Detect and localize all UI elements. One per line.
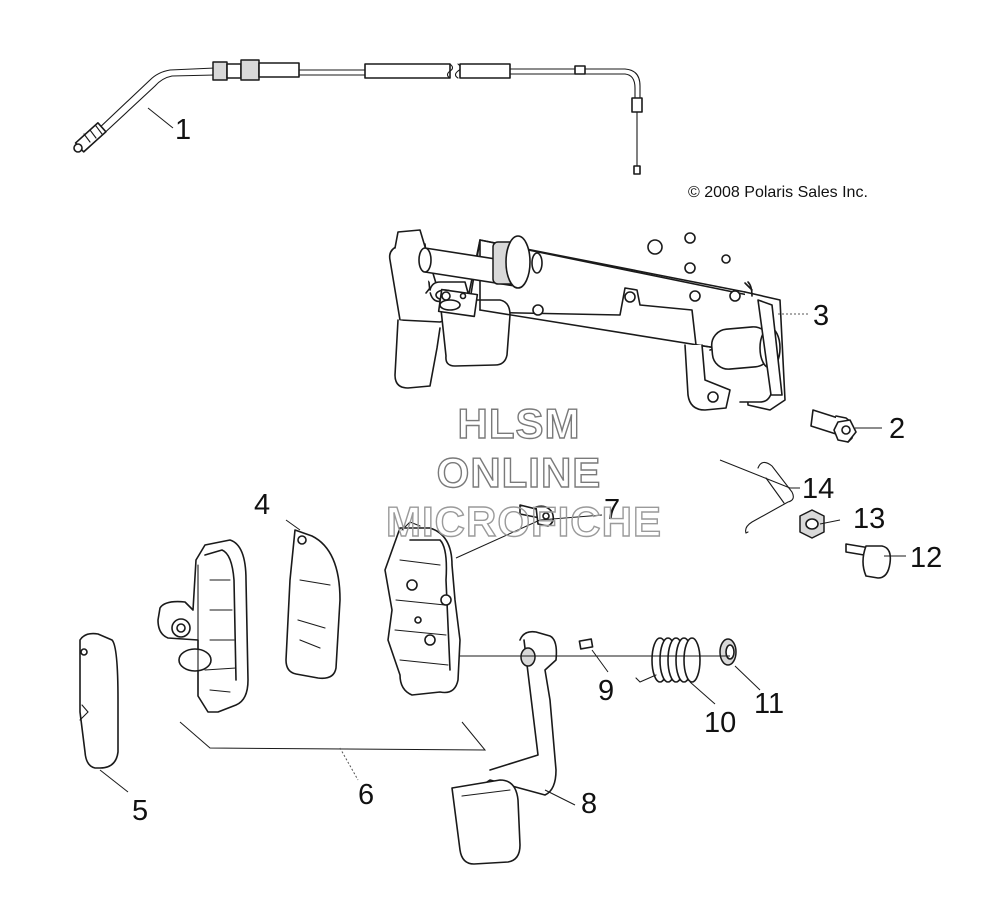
callout-6: 6 <box>358 779 374 811</box>
watermark-line-3: MICROFICHE <box>386 498 662 545</box>
watermark-line-2: ONLINE <box>437 449 602 496</box>
small-screw-part <box>519 504 555 527</box>
screw-part <box>845 543 892 579</box>
housing-right-part <box>384 521 461 696</box>
copyright-text: © 2008 Polaris Sales Inc. <box>688 184 868 201</box>
bracket-part <box>388 229 786 411</box>
callout-9: 9 <box>598 675 614 707</box>
callout-1: 1 <box>175 114 191 146</box>
cable-part <box>73 59 643 175</box>
callout-10: 10 <box>704 707 736 739</box>
nut-part <box>799 509 825 539</box>
callout-12: 12 <box>910 542 942 574</box>
key-part <box>578 638 594 650</box>
pedal-part <box>451 630 558 865</box>
spring-part <box>635 637 701 683</box>
callout-13: 13 <box>853 503 885 535</box>
callout-5: 5 <box>132 795 148 827</box>
housing-left-part <box>157 539 249 713</box>
callout-3: 3 <box>813 300 829 332</box>
callout-14: 14 <box>802 473 834 505</box>
callout-8: 8 <box>581 788 597 820</box>
callout-11: 11 <box>754 688 784 720</box>
leader-lines <box>99 107 906 806</box>
callout-2: 2 <box>889 413 905 445</box>
callout-7: 7 <box>604 494 620 526</box>
pin-part <box>745 461 794 534</box>
watermark-line-1: HLSM <box>458 400 581 447</box>
washer-part <box>719 638 737 666</box>
bolt-part <box>810 409 857 443</box>
cover-part <box>79 632 119 769</box>
callout-4: 4 <box>254 489 270 521</box>
gasket-part <box>285 529 341 680</box>
